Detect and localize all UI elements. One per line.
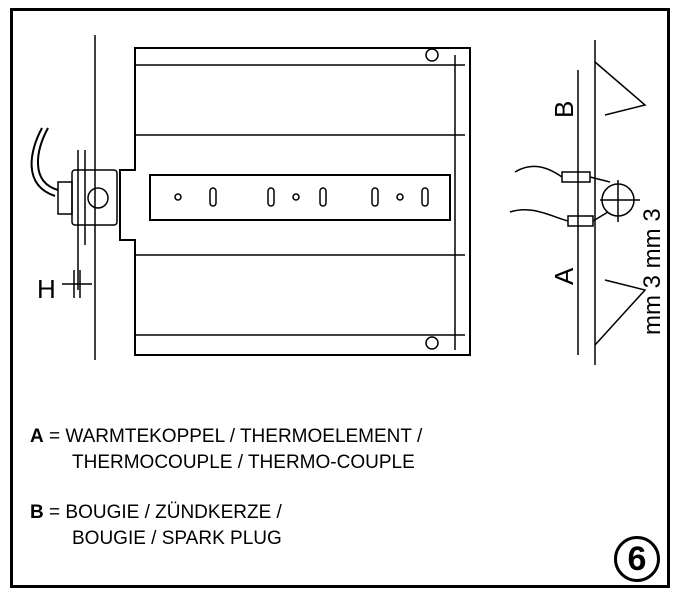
label-dimension: mm 3 mm 3 <box>639 208 666 335</box>
figure-number-badge: 6 <box>614 536 660 582</box>
screw-top <box>425 48 439 62</box>
slotted-bracket <box>149 174 451 221</box>
legend-b-line2: BOUGIE / SPARK PLUG <box>72 528 282 549</box>
thermocouple <box>567 215 594 227</box>
figure-frame <box>10 8 670 588</box>
label-h: H <box>37 274 56 304</box>
burner-plate <box>119 47 471 356</box>
label-a: A <box>549 267 579 285</box>
legend-a: A = WARMTEKOPPEL / THERMOELEMENT / THERM… <box>30 424 422 476</box>
legend-b-line1: BOUGIE / ZÜNDKERZE / <box>65 502 282 523</box>
bracket-slots <box>174 187 429 207</box>
spark-plug <box>561 171 591 183</box>
screw-bottom <box>425 336 439 350</box>
label-b: B <box>549 101 579 118</box>
legend-a-line2: THERMOCOUPLE / THERMO-COUPLE <box>72 452 415 473</box>
legend-a-line1: WARMTEKOPPEL / THERMOELEMENT / <box>65 426 423 447</box>
legend-b-key: B <box>30 502 44 523</box>
cable <box>30 127 59 197</box>
legend-a-key: A <box>30 426 44 447</box>
fitting-nut <box>57 181 73 215</box>
side-profile <box>594 61 647 346</box>
legend-b: B = BOUGIE / ZÜNDKERZE / BOUGIE / SPARK … <box>30 500 282 552</box>
